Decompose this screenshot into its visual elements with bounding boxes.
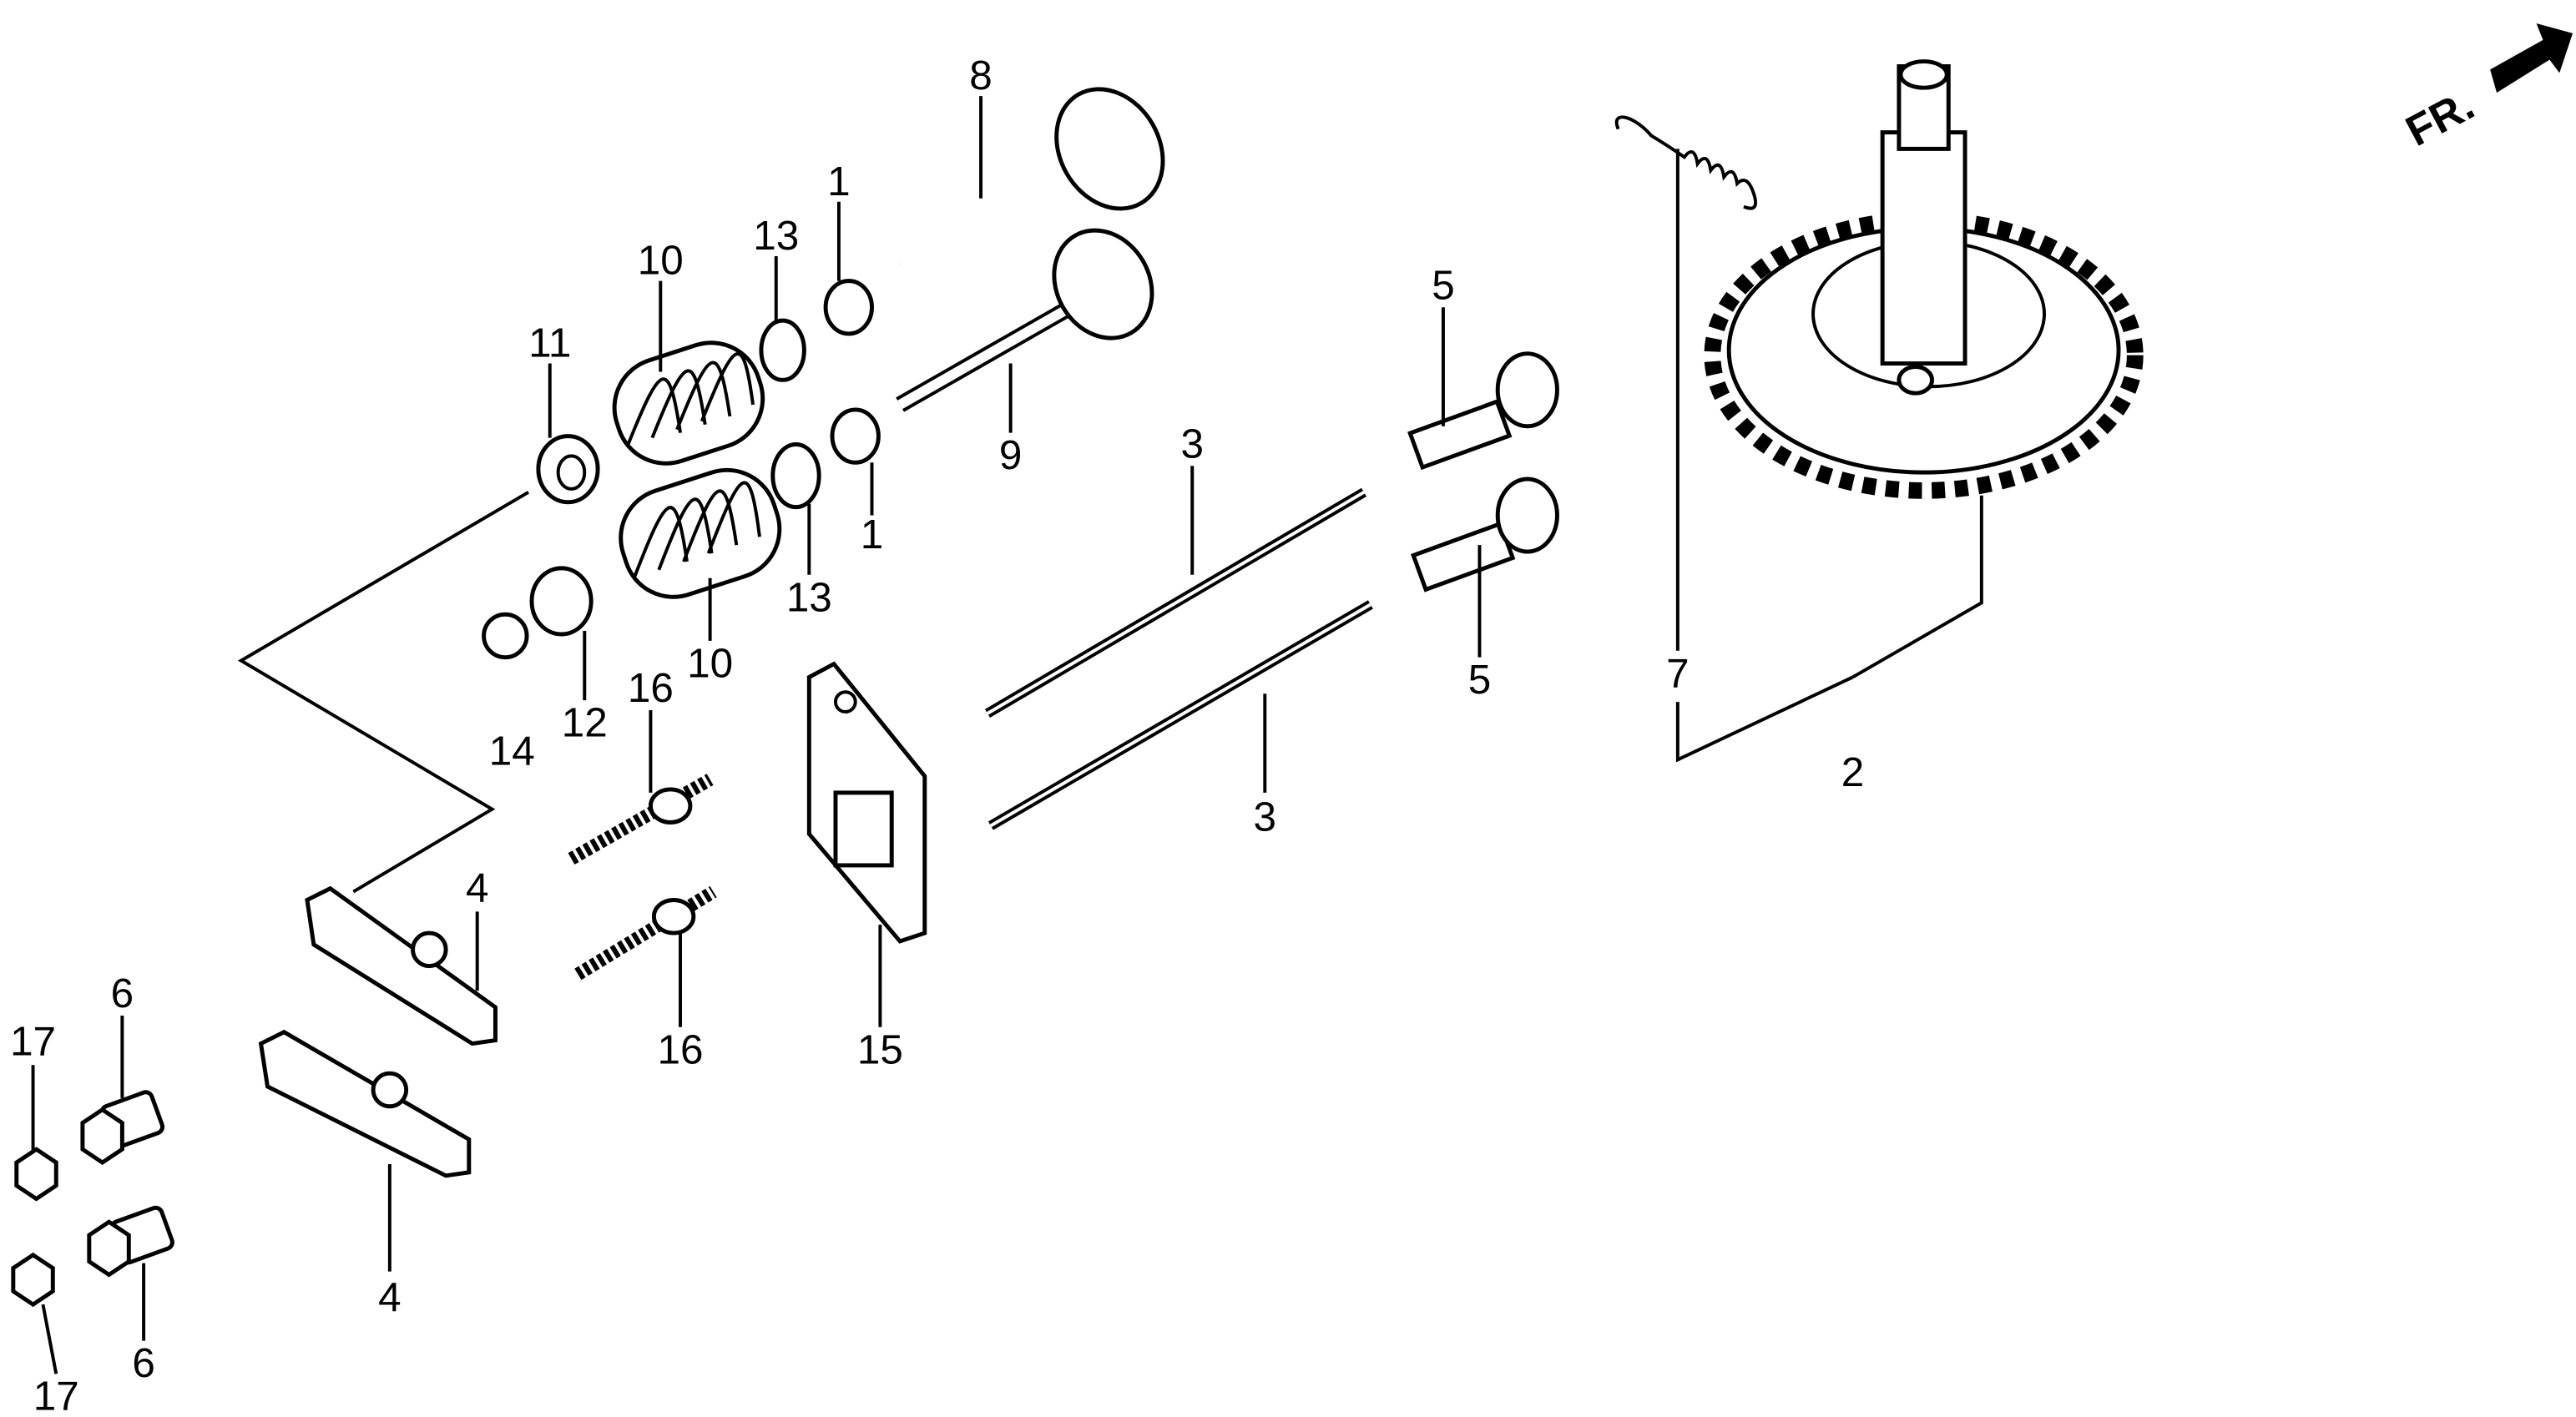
camshaft-gear	[1704, 59, 2144, 499]
callout-3: 3	[1254, 794, 1277, 840]
callout-1: 1	[861, 512, 884, 557]
callout-5: 5	[1432, 262, 1455, 308]
rocker-stud	[574, 885, 717, 981]
callout-7: 7	[1666, 650, 1690, 696]
rocker-arm	[305, 885, 498, 1046]
valve-spring	[612, 340, 765, 466]
callout-17: 17	[10, 1018, 56, 1064]
spring-retainer	[759, 318, 806, 382]
valve-cotter	[823, 279, 874, 336]
valve-spring	[619, 467, 782, 599]
rocker-stud	[568, 774, 714, 865]
callout-2: 2	[1841, 749, 1865, 795]
callout-6: 6	[111, 971, 134, 1016]
callout-labels: 8 1 13 10 11 9 1 13 10 12 14 16 16 3 3 5…	[10, 53, 1864, 1417]
valve-lifter	[1407, 351, 1559, 471]
inlet-valve	[896, 228, 1154, 412]
callout-16: 16	[658, 1026, 704, 1072]
callout-8: 8	[969, 53, 993, 98]
spring-retainer	[770, 442, 821, 510]
callout-5: 5	[1468, 657, 1492, 703]
decompressor-spring	[1614, 115, 1758, 210]
stem-seal	[529, 566, 593, 637]
callout-10: 10	[687, 640, 733, 686]
pivot-nut	[87, 1205, 174, 1278]
lock-nut	[14, 1147, 58, 1202]
valve-lifter	[1411, 477, 1559, 593]
exhaust-valve	[897, 87, 1165, 270]
callout-4: 4	[466, 865, 489, 910]
callout-1: 1	[827, 159, 851, 204]
valve-cotter	[830, 407, 881, 465]
callout-3: 3	[1181, 421, 1205, 466]
lock-nut	[11, 1252, 55, 1308]
callout-6: 6	[132, 1340, 155, 1386]
pushrod-guide-plate	[806, 661, 927, 944]
callout-12: 12	[562, 700, 608, 746]
leader-line	[237, 491, 530, 894]
callout-10: 10	[638, 238, 684, 284]
callout-13: 13	[786, 574, 832, 620]
valve-cap	[482, 612, 529, 660]
callout-16: 16	[628, 665, 674, 711]
pivot-nut	[80, 1090, 165, 1165]
callout-17: 17	[33, 1374, 79, 1417]
rocker-arm	[258, 1029, 472, 1178]
callout-14: 14	[489, 728, 535, 774]
front-label: FR.	[2398, 80, 2482, 155]
valve-rotator	[536, 434, 600, 505]
leader-lines	[31, 96, 1983, 1374]
callout-9: 9	[999, 432, 1023, 478]
callout-15: 15	[857, 1026, 903, 1072]
callout-13: 13	[753, 213, 799, 259]
front-arrow-icon: FR.	[2398, 23, 2573, 155]
callout-4: 4	[378, 1274, 402, 1320]
callout-11: 11	[528, 320, 571, 366]
